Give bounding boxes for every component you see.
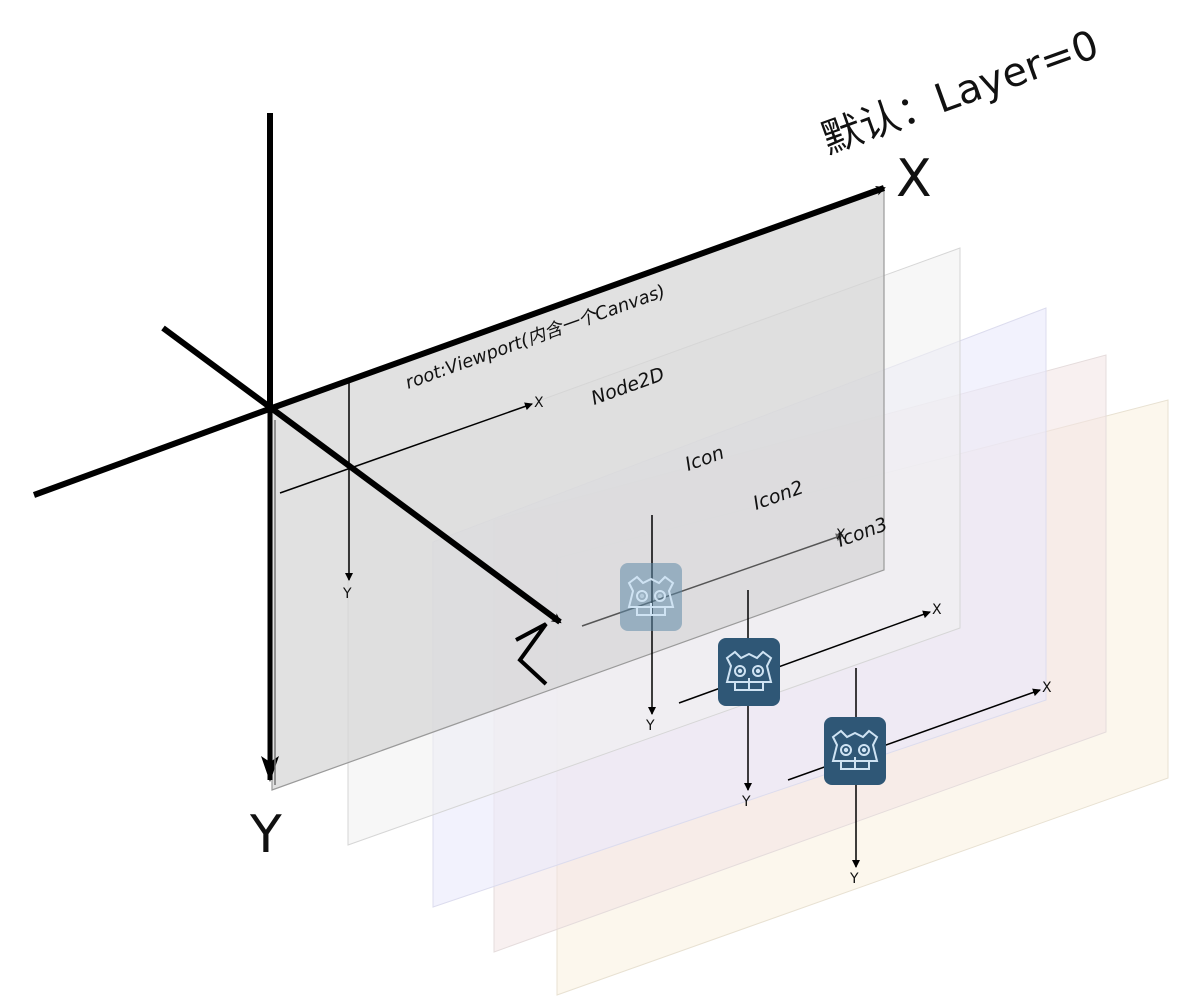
node2d-x-axis: [279, 402, 533, 494]
global-x-axis: [270, 185, 886, 411]
godot-logo-icon: [823, 716, 887, 786]
z-axis-label: [515, 622, 548, 686]
godot-logo-icon: [619, 562, 683, 632]
global-x-axis-back: [32, 405, 274, 498]
icon2-y-label: Y: [741, 794, 751, 810]
node2d-x-label: X: [534, 395, 544, 411]
global-y-label: Y: [249, 805, 282, 865]
node2d-y-label: Y: [342, 586, 352, 602]
layer-title: 默认：Layer=0: [816, 22, 1105, 164]
icon3-y-label: Y: [849, 871, 859, 887]
godot-logo-icon: [717, 637, 781, 707]
icon3-x-label: X: [1042, 680, 1052, 696]
global-z-axis: [161, 325, 562, 625]
icon-x-label: X: [836, 527, 846, 543]
icon-y-label: Y: [645, 718, 655, 734]
global-x-label: X: [896, 149, 932, 209]
icon2-x-label: X: [932, 602, 942, 618]
